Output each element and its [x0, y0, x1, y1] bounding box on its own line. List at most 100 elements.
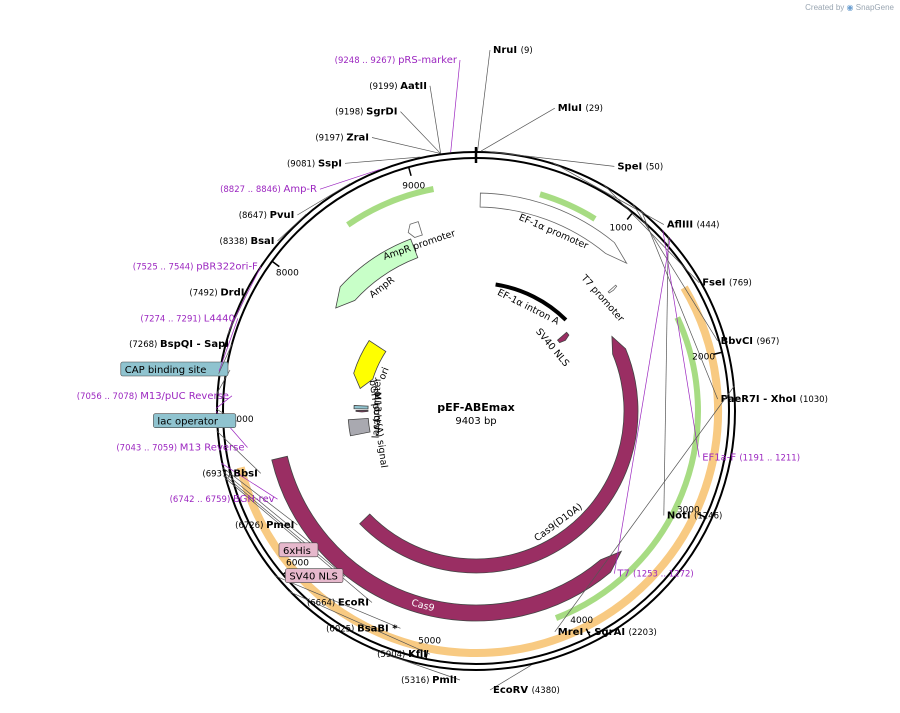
- site-label-m13-reverse[interactable]: (7043 .. 7059) M13 Reverse: [116, 443, 244, 454]
- site-label-paer7i-xhoi[interactable]: PaeR7I - XhoI (1030): [721, 394, 828, 405]
- tick-label: 2000: [692, 353, 715, 363]
- site-label-ecorv[interactable]: EcoRV (4380): [493, 685, 560, 696]
- site-leader: [372, 649, 461, 681]
- site-label-ef1a-f[interactable]: EF1a-F (1191 .. 1211): [702, 452, 800, 463]
- site-label-pvui[interactable]: (8647) PvuI: [239, 210, 295, 221]
- site-position: (8338): [220, 237, 251, 247]
- site-position: (6937): [202, 469, 233, 479]
- site-label-6xhis[interactable]: 6xHis: [278, 542, 319, 558]
- site-leader: [297, 183, 351, 216]
- feature-ampr-promoter: [407, 221, 423, 238]
- site-name: CAP binding site: [125, 365, 207, 376]
- site-leader: [554, 385, 736, 633]
- site-leader: [274, 575, 401, 629]
- site-box: [120, 361, 229, 377]
- site-text: BbvCI (967): [721, 336, 780, 347]
- site-label-sspi[interactable]: (9081) SspI: [287, 158, 342, 169]
- site-label-aatii[interactable]: (9199) AatII: [369, 81, 427, 92]
- site-name: FseI: [702, 278, 729, 289]
- site-leader: [215, 395, 233, 409]
- credit-prefix: Created by: [805, 3, 845, 12]
- site-label-bbsi[interactable]: (6937) BbsI: [202, 468, 257, 479]
- site-name: BsaBI *: [357, 623, 398, 634]
- site-name: NotI: [667, 510, 694, 521]
- site-position: (7525 .. 7544): [133, 263, 196, 273]
- site-position: (6664): [307, 599, 338, 609]
- site-position: (9199): [369, 82, 400, 92]
- site-name: AatII: [400, 81, 427, 92]
- tick-label: 9000: [402, 181, 425, 191]
- site-label-mrei-sgrai[interactable]: MreI - SgrAI (2203): [558, 627, 657, 638]
- site-label-bsai[interactable]: (8338) BsaI: [220, 236, 275, 247]
- site-label-zrai[interactable]: (9197) ZraI: [315, 133, 369, 144]
- site-leader: [400, 111, 441, 154]
- plasmid-name: pEF-ABEmax: [437, 401, 515, 414]
- site-label-bbvci[interactable]: BbvCI (967): [721, 336, 780, 347]
- site-label-lac-operator[interactable]: lac operator: [153, 413, 237, 428]
- snapgene-credit: Created by ◉ SnapGene: [805, 3, 894, 12]
- site-text: (6742 .. 6759) BGH-rev: [170, 494, 275, 505]
- feature-cas9: [271, 455, 623, 622]
- feature-label: M13 rev: [371, 392, 382, 431]
- feature-label: ori: [377, 366, 392, 382]
- site-label-prs-marker[interactable]: (9248 .. 9267) pRS-marker: [335, 55, 458, 66]
- feature-ori: [353, 339, 387, 390]
- site-label-m13-puc-reverse[interactable]: (7056 .. 7078) M13/pUC Reverse: [77, 391, 229, 402]
- site-label-amp-r[interactable]: (8827 .. 8846) Amp-R: [220, 184, 317, 195]
- site-label-cap-binding-site[interactable]: CAP binding site: [120, 361, 229, 377]
- site-text: (5316) PmlI: [401, 675, 457, 686]
- site-name: BGH-rev: [233, 494, 275, 505]
- site-label-l4440[interactable]: (7274 .. 7291) L4440: [140, 313, 234, 324]
- site-position: (2203): [629, 628, 657, 638]
- site-label-t7[interactable]: T7 (1253 .. 1272): [616, 569, 693, 580]
- site-label-drdi[interactable]: (7492) DrdI: [189, 288, 244, 299]
- site-label-pmei[interactable]: (6726) PmeI: [235, 520, 294, 531]
- site-position: (1253 .. 1272): [633, 570, 694, 580]
- site-label-nrui[interactable]: NruI (9): [493, 45, 533, 56]
- site-label-pbr322ori-f[interactable]: (7525 .. 7544) pBR322ori-F: [133, 262, 258, 273]
- site-label-afliii[interactable]: AflIII (444): [667, 220, 720, 231]
- feature-ef-1-promoter: [479, 192, 628, 265]
- site-label-bspqi-sapi[interactable]: (7268) BspQI - SapI: [129, 339, 229, 350]
- site-name: M13/pUC Reverse: [140, 391, 229, 402]
- site-leader: [277, 213, 307, 242]
- site-label-pmli[interactable]: (5316) PmlI: [401, 675, 457, 686]
- site-label-sgrdi[interactable]: (9198) SgrDI: [335, 107, 397, 118]
- site-position: (9): [521, 46, 533, 56]
- site-leader: [477, 49, 491, 152]
- site-label-sv40-nls[interactable]: SV40 NLS: [285, 568, 344, 583]
- site-position: (7268): [129, 340, 160, 350]
- site-label-ecori[interactable]: (6664) EcoRI: [307, 598, 369, 609]
- site-text: (9197) ZraI: [315, 133, 369, 144]
- site-leader: [229, 266, 262, 329]
- site-name: T7: [616, 569, 633, 580]
- feature-label: T7 promoter: [578, 272, 626, 324]
- site-label-fsei[interactable]: FseI (769): [702, 278, 752, 289]
- tick-label: 6000: [286, 558, 309, 568]
- site-name: EcoRI: [338, 598, 369, 609]
- site-label-bsabi-[interactable]: (6025) BsaBI *: [326, 623, 398, 634]
- site-text: (7525 .. 7544) pBR322ori-F: [133, 262, 258, 273]
- site-name: PaeR7I - XhoI: [721, 394, 800, 405]
- site-text: (5904) KflI: [377, 649, 427, 660]
- site-text: AflIII (444): [667, 220, 720, 231]
- site-label-spei[interactable]: SpeI (50): [617, 161, 663, 172]
- site-text: PaeR7I - XhoI (1030): [721, 394, 828, 405]
- site-label-noti[interactable]: NotI (1246): [667, 510, 723, 521]
- site-position: (7274 .. 7291): [140, 314, 203, 324]
- site-label-bgh-rev[interactable]: (6742 .. 6759) BGH-rev: [170, 494, 275, 505]
- site-text: EF1a-F (1191 .. 1211): [702, 452, 800, 463]
- site-position: (1191 .. 1211): [739, 453, 800, 463]
- site-name: MluI: [558, 103, 586, 114]
- site-text: FseI (769): [702, 278, 752, 289]
- site-label-kfli[interactable]: (5904) KflI: [377, 649, 427, 660]
- site-name: SspI: [318, 158, 342, 169]
- site-label-mlui[interactable]: MluI (29): [558, 103, 603, 114]
- site-position: (9081): [287, 159, 318, 169]
- feature-ampr: [335, 238, 419, 309]
- site-text: NotI (1246): [667, 510, 723, 521]
- site-name: pBR322ori-F: [196, 262, 258, 273]
- site-position: (6025): [326, 624, 357, 634]
- tick-label: 7000: [231, 415, 254, 425]
- feature-sv40-nls: [556, 331, 570, 344]
